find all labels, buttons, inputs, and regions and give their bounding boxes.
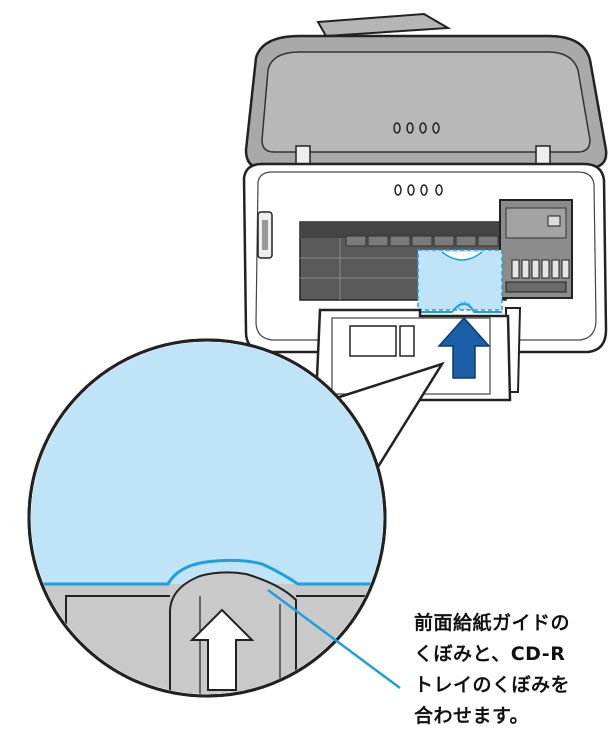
caption-line-1: 前面給紙ガイドの [414, 612, 571, 634]
power-buttons-icon [394, 184, 443, 196]
up-arrow-icon [437, 316, 491, 379]
magnifier-callout [27, 338, 445, 698]
callout-leader-line [267, 588, 401, 690]
print-head-rail [345, 235, 499, 247]
caption-line-2: くぼみと、CD-R [414, 643, 566, 665]
instruction-caption: 前面給紙ガイドの くぼみと、CD-R トレイのくぼみを 合わせます。 [414, 608, 610, 732]
guide-arrow-icon [189, 608, 255, 691]
caption-line-3: トレイのくぼみを [414, 674, 571, 696]
caption-line-4: 合わせます。 [414, 705, 530, 727]
lid-indicator-icons [393, 122, 440, 134]
printer-lid [244, 12, 608, 170]
cd-r-tray [417, 249, 503, 313]
ink-cartridge-unit [499, 199, 573, 299]
